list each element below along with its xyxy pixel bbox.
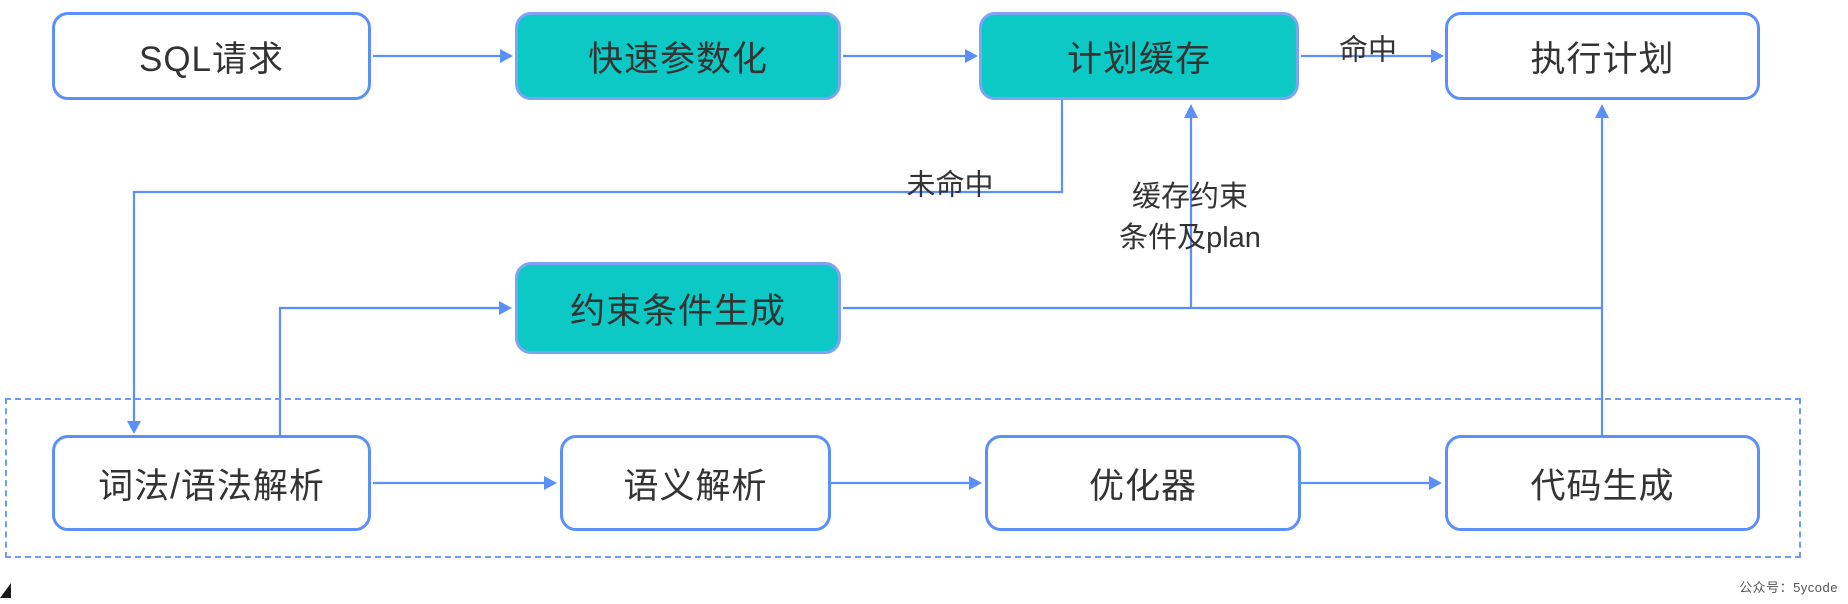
watermark-text: 公众号：5ycode (1739, 580, 1838, 595)
arrowhead-to-executionplan (1431, 49, 1444, 63)
arrowhead-constraint-to-plancache (1184, 104, 1198, 118)
arrowhead-miss-to-lexical (127, 421, 141, 434)
arrowhead-to-constraintgen (499, 301, 512, 315)
arrowhead-to-codegen (1429, 476, 1442, 490)
node-execution-plan: 执行计划 (1445, 12, 1760, 100)
edge-label-miss: 未命中 (906, 169, 994, 202)
node-plan-cache: 计划缓存 (979, 12, 1299, 100)
stray-mark (0, 583, 11, 598)
node-fast-parameterization: 快速参数化 (515, 12, 841, 100)
edge-lexical-to-constraintgen (278, 306, 499, 435)
edge-label-cache-constraint-line2: 条件及plan (1119, 222, 1261, 254)
node-constraint-generation: 约束条件生成 (515, 262, 841, 354)
arrowhead-codegen-to-executionplan (1595, 104, 1609, 118)
node-sql-request: SQL请求 (52, 12, 371, 100)
arrowhead-to-fastparam (500, 49, 513, 63)
arrowhead-to-plancache (965, 49, 978, 63)
node-lexical-syntax-parsing: 词法/语法解析 (52, 435, 371, 531)
node-code-generation: 代码生成 (1445, 435, 1760, 531)
node-optimizer: 优化器 (985, 435, 1301, 531)
edge-plancache-to-lexical-miss (132, 100, 1064, 421)
arrowhead-to-semantic (544, 476, 557, 490)
node-semantic-parsing: 语义解析 (560, 435, 831, 531)
edge-label-cache-constraint: 缓存约束 条件及plan (1119, 177, 1261, 259)
edge-label-cache-constraint-line1: 缓存约束 (1131, 181, 1248, 213)
parser-group-outline (5, 398, 1801, 558)
arrowhead-to-optimizer (969, 476, 982, 490)
edge-label-hit: 命中 (1338, 34, 1398, 67)
